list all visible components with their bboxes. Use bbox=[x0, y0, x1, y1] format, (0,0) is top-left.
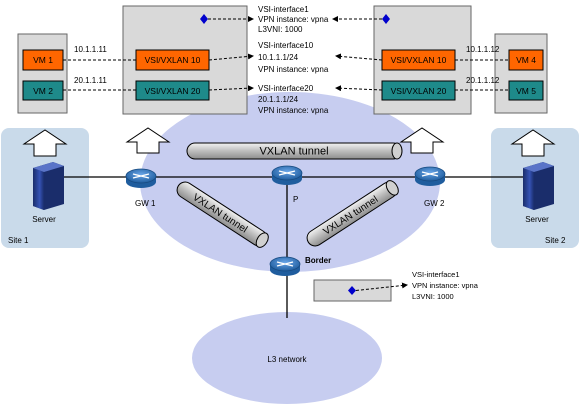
annotation-border-line-3: L3VNI: 1000 bbox=[412, 292, 454, 301]
router-gw2 bbox=[414, 166, 446, 186]
diamond-border bbox=[348, 286, 356, 295]
l3-network-label: L3 network bbox=[267, 355, 307, 364]
vm-1-label: VM 1 bbox=[33, 55, 53, 65]
annotation-border-line-1: VSI-interface1 bbox=[412, 270, 460, 279]
annotation-top-line-2: VPN instance: vpna bbox=[258, 15, 329, 24]
vm-1: VM 1 bbox=[22, 49, 64, 71]
vm-5-label: VM 5 bbox=[516, 86, 536, 96]
annotation-mid-line-1: VSI-interface10 bbox=[258, 41, 314, 50]
annotation-low-line-1: VSI-interface20 bbox=[258, 84, 314, 93]
ip-vm1: 10.1.1.11 bbox=[74, 45, 107, 54]
annotation-mid-line-2: 10.1.1.1/24 bbox=[258, 53, 299, 62]
router-gw1 bbox=[125, 168, 157, 188]
gw2-label: GW 2 bbox=[424, 199, 445, 208]
vm-panel-right bbox=[494, 33, 548, 114]
vxlan-tunnel-horizontal: VXLAN tunnel bbox=[186, 142, 403, 160]
arrow-mid-left bbox=[208, 53, 254, 61]
router-border bbox=[269, 256, 301, 276]
ip-vm4: 10.1.1.12 bbox=[466, 45, 500, 54]
server-icon-site2 bbox=[523, 162, 554, 210]
annotation-top-line-3: L3VNI: 1000 bbox=[258, 25, 303, 34]
up-arrow-site1 bbox=[22, 129, 68, 157]
vsi-gw2-vxlan20: VSI/VXLAN 20 bbox=[381, 80, 456, 101]
arrow-mid-right bbox=[335, 53, 383, 61]
arrow-low-left bbox=[208, 85, 254, 92]
vsi-gw2-vxlan10-label: VSI/VXLAN 10 bbox=[391, 55, 447, 65]
p-label: P bbox=[293, 195, 298, 204]
border-label: Border bbox=[305, 256, 331, 265]
annotation-mid: VSI-interface10 10.1.1.1/24 VPN instance… bbox=[258, 41, 329, 74]
annotation-low: VSI-interface20 20.1.1.1/24 VPN instance… bbox=[258, 84, 329, 115]
up-arrow-site2 bbox=[510, 129, 556, 157]
vsi-gw2-vxlan20-label: VSI/VXLAN 20 bbox=[391, 86, 447, 96]
annotation-border-line-2: VPN instance: vpna bbox=[412, 281, 479, 290]
ip-vm5: 20.1.1.12 bbox=[466, 76, 500, 85]
vsi-gw2-vxlan10: VSI/VXLAN 10 bbox=[381, 49, 456, 71]
arrow-border bbox=[355, 282, 408, 291]
vm-4-label: VM 4 bbox=[516, 55, 536, 65]
ip-vm2: 20.1.1.11 bbox=[74, 76, 107, 85]
server-label-site2: Server bbox=[525, 215, 549, 224]
vsi-gw1-vxlan10-label: VSI/VXLAN 10 bbox=[145, 55, 201, 65]
server-icon-site1 bbox=[33, 162, 64, 210]
arrow-low-right bbox=[335, 85, 383, 92]
annotation-low-line-3: VPN instance: vpna bbox=[258, 106, 329, 115]
annotation-top: VSI-interface1 VPN instance: vpna L3VNI:… bbox=[258, 5, 329, 34]
vm-5: VM 5 bbox=[508, 80, 544, 101]
diamond-gw1 bbox=[200, 14, 208, 24]
vsi-gw1-vxlan20-label: VSI/VXLAN 20 bbox=[145, 86, 201, 96]
vxlan-tunnel-horizontal-label: VXLAN tunnel bbox=[259, 146, 328, 158]
vsi-gw1-vxlan10: VSI/VXLAN 10 bbox=[135, 49, 210, 71]
annotation-border: VSI-interface1 VPN instance: vpna L3VNI:… bbox=[412, 270, 479, 301]
vm-2: VM 2 bbox=[22, 80, 64, 101]
site-2-label: Site 2 bbox=[545, 236, 566, 245]
site-1-label: Site 1 bbox=[8, 236, 29, 245]
router-p bbox=[271, 165, 303, 185]
vsi-gw1-vxlan20: VSI/VXLAN 20 bbox=[135, 80, 210, 101]
up-arrow-gw1 bbox=[125, 127, 171, 154]
vm-panel-left bbox=[17, 33, 68, 114]
diamond-gw2 bbox=[382, 14, 390, 24]
server-label-site1: Server bbox=[32, 215, 56, 224]
annotation-top-line-1: VSI-interface1 bbox=[258, 5, 309, 14]
l3-network-cloud bbox=[192, 312, 382, 404]
vm-4: VM 4 bbox=[508, 49, 544, 71]
annotation-mid-line-3: VPN instance: vpna bbox=[258, 65, 329, 74]
gw1-label: GW 1 bbox=[135, 199, 156, 208]
up-arrow-gw2 bbox=[399, 127, 445, 154]
annotation-low-line-2: 20.1.1.1/24 bbox=[258, 95, 299, 104]
vm-2-label: VM 2 bbox=[33, 86, 53, 96]
